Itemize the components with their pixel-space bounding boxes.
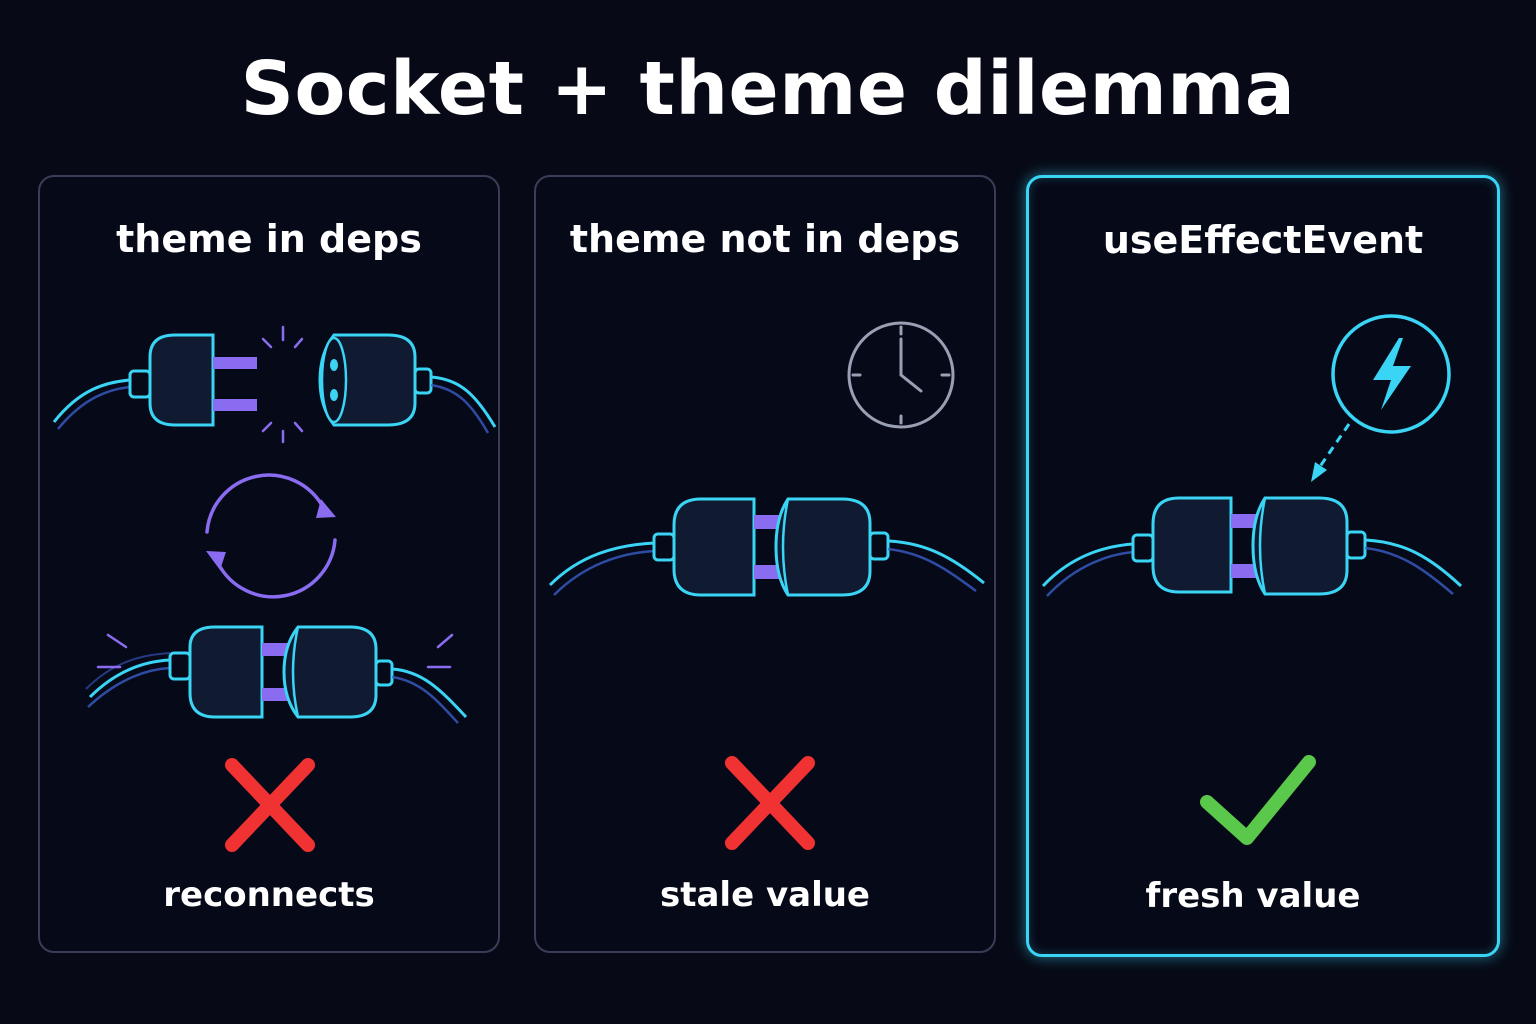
unplugged-socket-icon <box>318 333 497 434</box>
panel-illustration <box>52 325 497 852</box>
panel-caption: fresh value <box>1145 876 1361 916</box>
panel-title: theme not in deps <box>569 217 961 261</box>
panel-theme-in-deps: theme in deps <box>38 175 500 953</box>
panel-theme-not-in-deps: theme not in deps <box>534 175 996 953</box>
panel-use-effect-event: useEffectEvent fresh valu <box>1026 175 1500 957</box>
page-title: Socket + theme dilemma <box>240 46 1296 132</box>
lightning-icon <box>1331 314 1451 434</box>
clock-icon <box>847 321 955 429</box>
x-mark-icon <box>725 756 815 850</box>
panel-caption: reconnects <box>163 875 375 915</box>
panel-illustration <box>548 321 985 850</box>
check-mark-icon <box>1200 755 1316 845</box>
reconnect-cycle-icon <box>205 473 337 599</box>
connected-plug-icon <box>548 497 985 597</box>
connected-plug-icon <box>1041 496 1463 597</box>
panel-title: theme in deps <box>116 217 422 261</box>
reconnected-plug-icon <box>85 625 468 724</box>
spark-icon <box>261 325 304 444</box>
x-mark-icon <box>225 758 315 852</box>
panel-illustration <box>1041 314 1463 845</box>
dashed-arrow-icon <box>1311 423 1351 482</box>
spark-icon <box>96 633 454 669</box>
panel-caption: stale value <box>659 875 870 915</box>
panel-title: useEffectEvent <box>1102 218 1424 262</box>
unplugged-plug-icon <box>52 333 257 430</box>
